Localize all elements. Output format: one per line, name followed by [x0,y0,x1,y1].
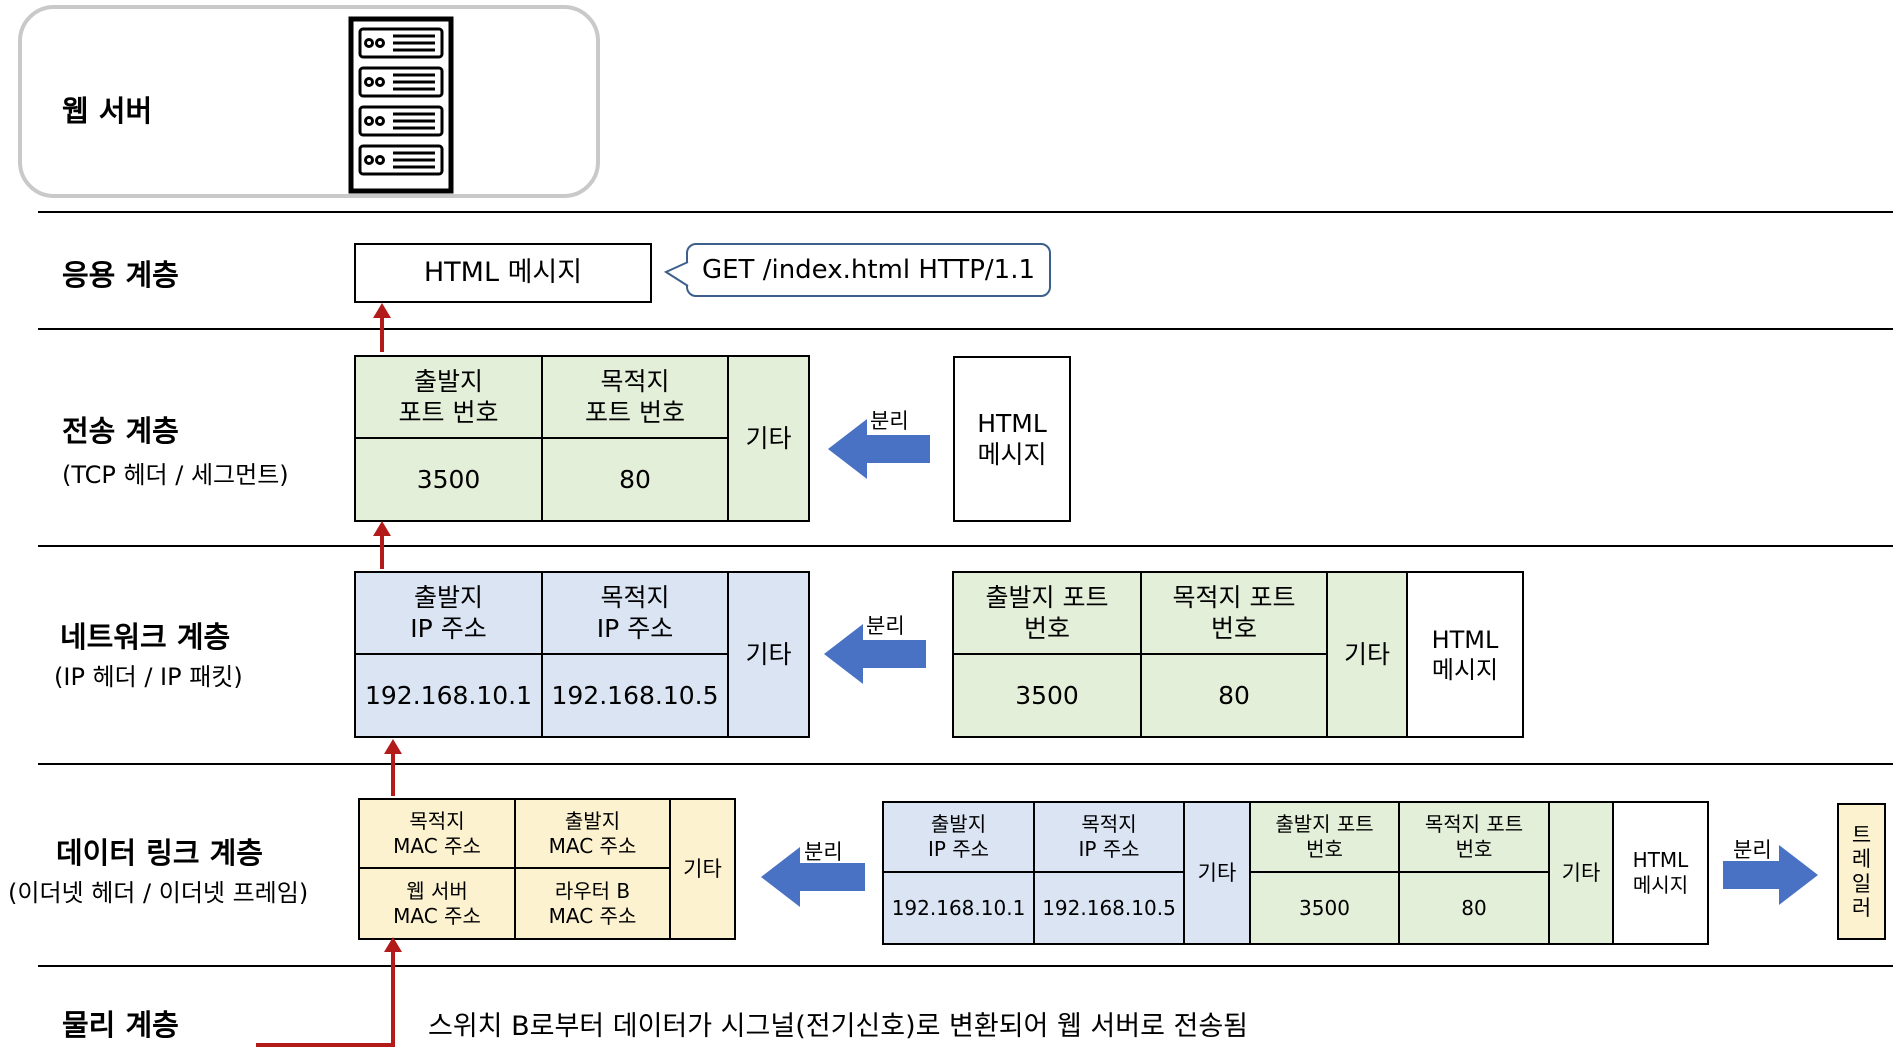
layer-divider [38,211,1893,213]
callout-pointer [663,261,689,287]
datalink-layer-label: 데이터 링크 계층 [56,836,263,870]
tcp-etc: 기타 [727,357,808,520]
transport-layer-sublabel: (TCP 헤더 / 세그먼트) [62,461,289,489]
eth-dst-mac-label: 목적지 MAC 주소 [360,800,514,869]
tcp-src-port-label: 출발지 포트 번호 [356,357,541,439]
web-server-panel [18,5,600,198]
application-layer-label: 응용 계층 [62,258,179,292]
datalink-layer-sublabel: (이더넷 헤더 / 이더넷 프레임) [8,879,309,907]
separate-arrow-left-icon [824,624,926,684]
tcp-dst-port-label: 목적지 포트 번호 [541,357,727,439]
separate-arrow-left-icon [761,847,865,907]
tcp-header: 출발지 포트 번호 목적지 포트 번호 3500 80 기타 [354,355,810,522]
web-server-label: 웹 서버 [62,94,153,128]
ip-dst: 192.168.10.5 [541,655,727,736]
separate-arrow-right-icon [1723,845,1818,905]
ip-src-label: 출발지 IP 주소 [356,573,541,655]
physical-layer-label: 물리 계층 [62,1008,179,1042]
application-html-message: HTML 메시지 [354,243,652,303]
eth-dst-mac: 웹 서버 MAC 주소 [393,878,481,928]
tcp-src-port: 3500 [416,464,481,494]
layer-divider [38,763,1893,765]
ip-src: 192.168.10.1 [365,680,532,710]
separate-label: 분리 [1733,838,1772,862]
separate-label: 분리 [804,840,843,864]
ip-etc: 기타 [727,573,808,736]
eth-etc: 기타 [669,800,734,938]
ip-header: 출발지 IP 주소 목적지 IP 주소 192.168.10.1 192.168… [354,571,810,738]
network-payload-segment: 출발지 포트 번호 목적지 포트 번호 3500 80 기타 HTML 메시지 [952,571,1524,738]
separate-label: 분리 [870,409,909,433]
network-layer-label: 네트워크 계층 [60,620,231,654]
http-request-callout: GET /index.html HTTP/1.1 [686,243,1051,297]
eth-src-mac-label: 출발지 MAC 주소 [514,800,669,869]
separate-label: 분리 [866,614,905,638]
physical-layer-description: 스위치 B로부터 데이터가 시그널(전기신호)로 변환되어 웹 서버로 전송됨 [428,1011,1249,1042]
layer-divider [38,328,1893,330]
layer-divider [38,545,1893,547]
ip-dst-label: 목적지 IP 주소 [541,573,727,655]
eth-src-mac: 라우터 B MAC 주소 [514,869,669,938]
tcp-dst-port: 80 [541,439,727,520]
datalink-payload-packet: 출발지 IP 주소 목적지 IP 주소 192.168.10.1 192.168… [882,801,1709,945]
layer-divider [38,965,1893,967]
upward-flow-arrow-icon [256,303,402,1047]
ethernet-trailer: 트 레 일 러 [1837,803,1886,940]
transport-payload-html: HTML 메시지 [953,356,1071,522]
transport-layer-label: 전송 계층 [62,414,179,448]
separate-arrow-left-icon [828,419,930,479]
ethernet-header: 목적지 MAC 주소 출발지 MAC 주소 웹 서버 MAC 주소 라우터 B … [358,798,736,940]
network-layer-sublabel: (IP 헤더 / IP 패킷) [54,663,243,691]
